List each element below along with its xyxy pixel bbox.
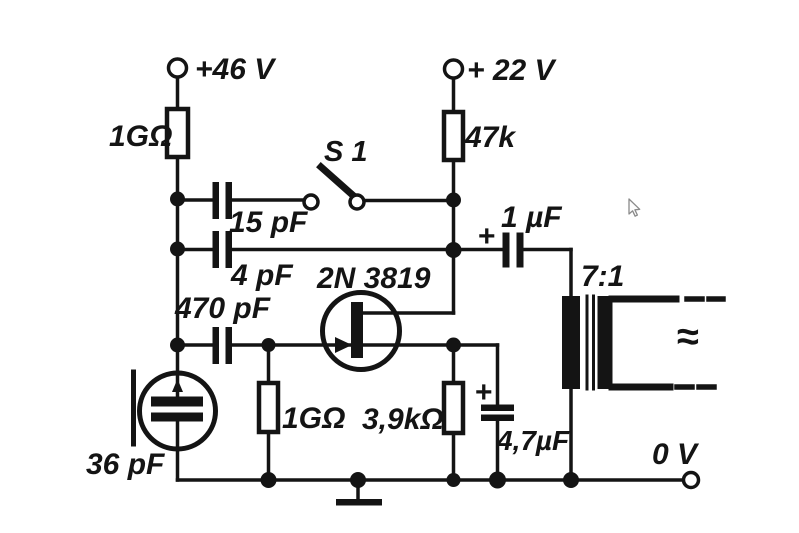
label-zero-volt: 0 V <box>652 438 700 471</box>
capacitor-4pf-symbol <box>212 231 232 268</box>
polarity-plus-1uf: + <box>478 220 496 253</box>
label-resistor-gate-bottom: 1GΩ <box>282 402 345 435</box>
label-supply-right: + 22 V <box>467 54 558 87</box>
label-resistor-source: 3,9kΩ <box>362 403 444 436</box>
capacitor-470pf-symbol <box>212 327 232 364</box>
jfet-2n3819-symbol <box>320 290 402 372</box>
label-cap-4_7uf: 4,7µF <box>496 425 570 456</box>
terminal-plus22v <box>442 58 465 80</box>
label-capsule-36pf: 36 pF <box>86 448 165 481</box>
capacitor-4_7uf-symbol <box>481 404 514 421</box>
transformer-primary-winding <box>562 296 580 389</box>
resistor-source-body <box>441 380 466 436</box>
label-supply-left: +46 V <box>195 53 277 86</box>
label-resistor-gate-top: 1GΩ <box>109 120 172 153</box>
terminal-0v <box>681 470 701 490</box>
capsule-36pf-symbol <box>131 369 218 452</box>
resistor-gate-top-body <box>164 106 191 160</box>
terminal-plus46v <box>166 57 189 79</box>
capacitor-1uf-symbol <box>502 232 524 268</box>
mouse-cursor-icon <box>628 198 641 217</box>
transformer-symbol <box>562 294 726 391</box>
label-switch-s1: S 1 <box>324 136 368 168</box>
jfet-channel-bar <box>351 302 363 358</box>
ac-output-symbol: ≈ <box>677 315 699 359</box>
label-cap-4pf: 4 pF <box>230 259 293 292</box>
switch-s1-symbol <box>302 162 366 211</box>
label-cap-1uf: 1 µF <box>501 201 562 234</box>
transformer-secondary-winding <box>597 296 613 389</box>
junction-dots <box>170 191 579 489</box>
label-transformer-ratio: 7:1 <box>581 260 624 293</box>
resistor-drain-body <box>441 109 466 163</box>
label-transistor: 2N 3819 <box>316 262 431 295</box>
label-cap-15pf: 15 pF <box>229 206 308 239</box>
polarity-plus-4_7uf: + <box>475 376 493 409</box>
jfet-gate-arrow <box>335 337 352 353</box>
capacitor-15pf-symbol <box>212 182 232 219</box>
label-cap-470pf: 470 pF <box>174 292 271 325</box>
resistor-gate-bottom-body <box>256 380 281 435</box>
label-resistor-drain: 47k <box>464 121 516 154</box>
